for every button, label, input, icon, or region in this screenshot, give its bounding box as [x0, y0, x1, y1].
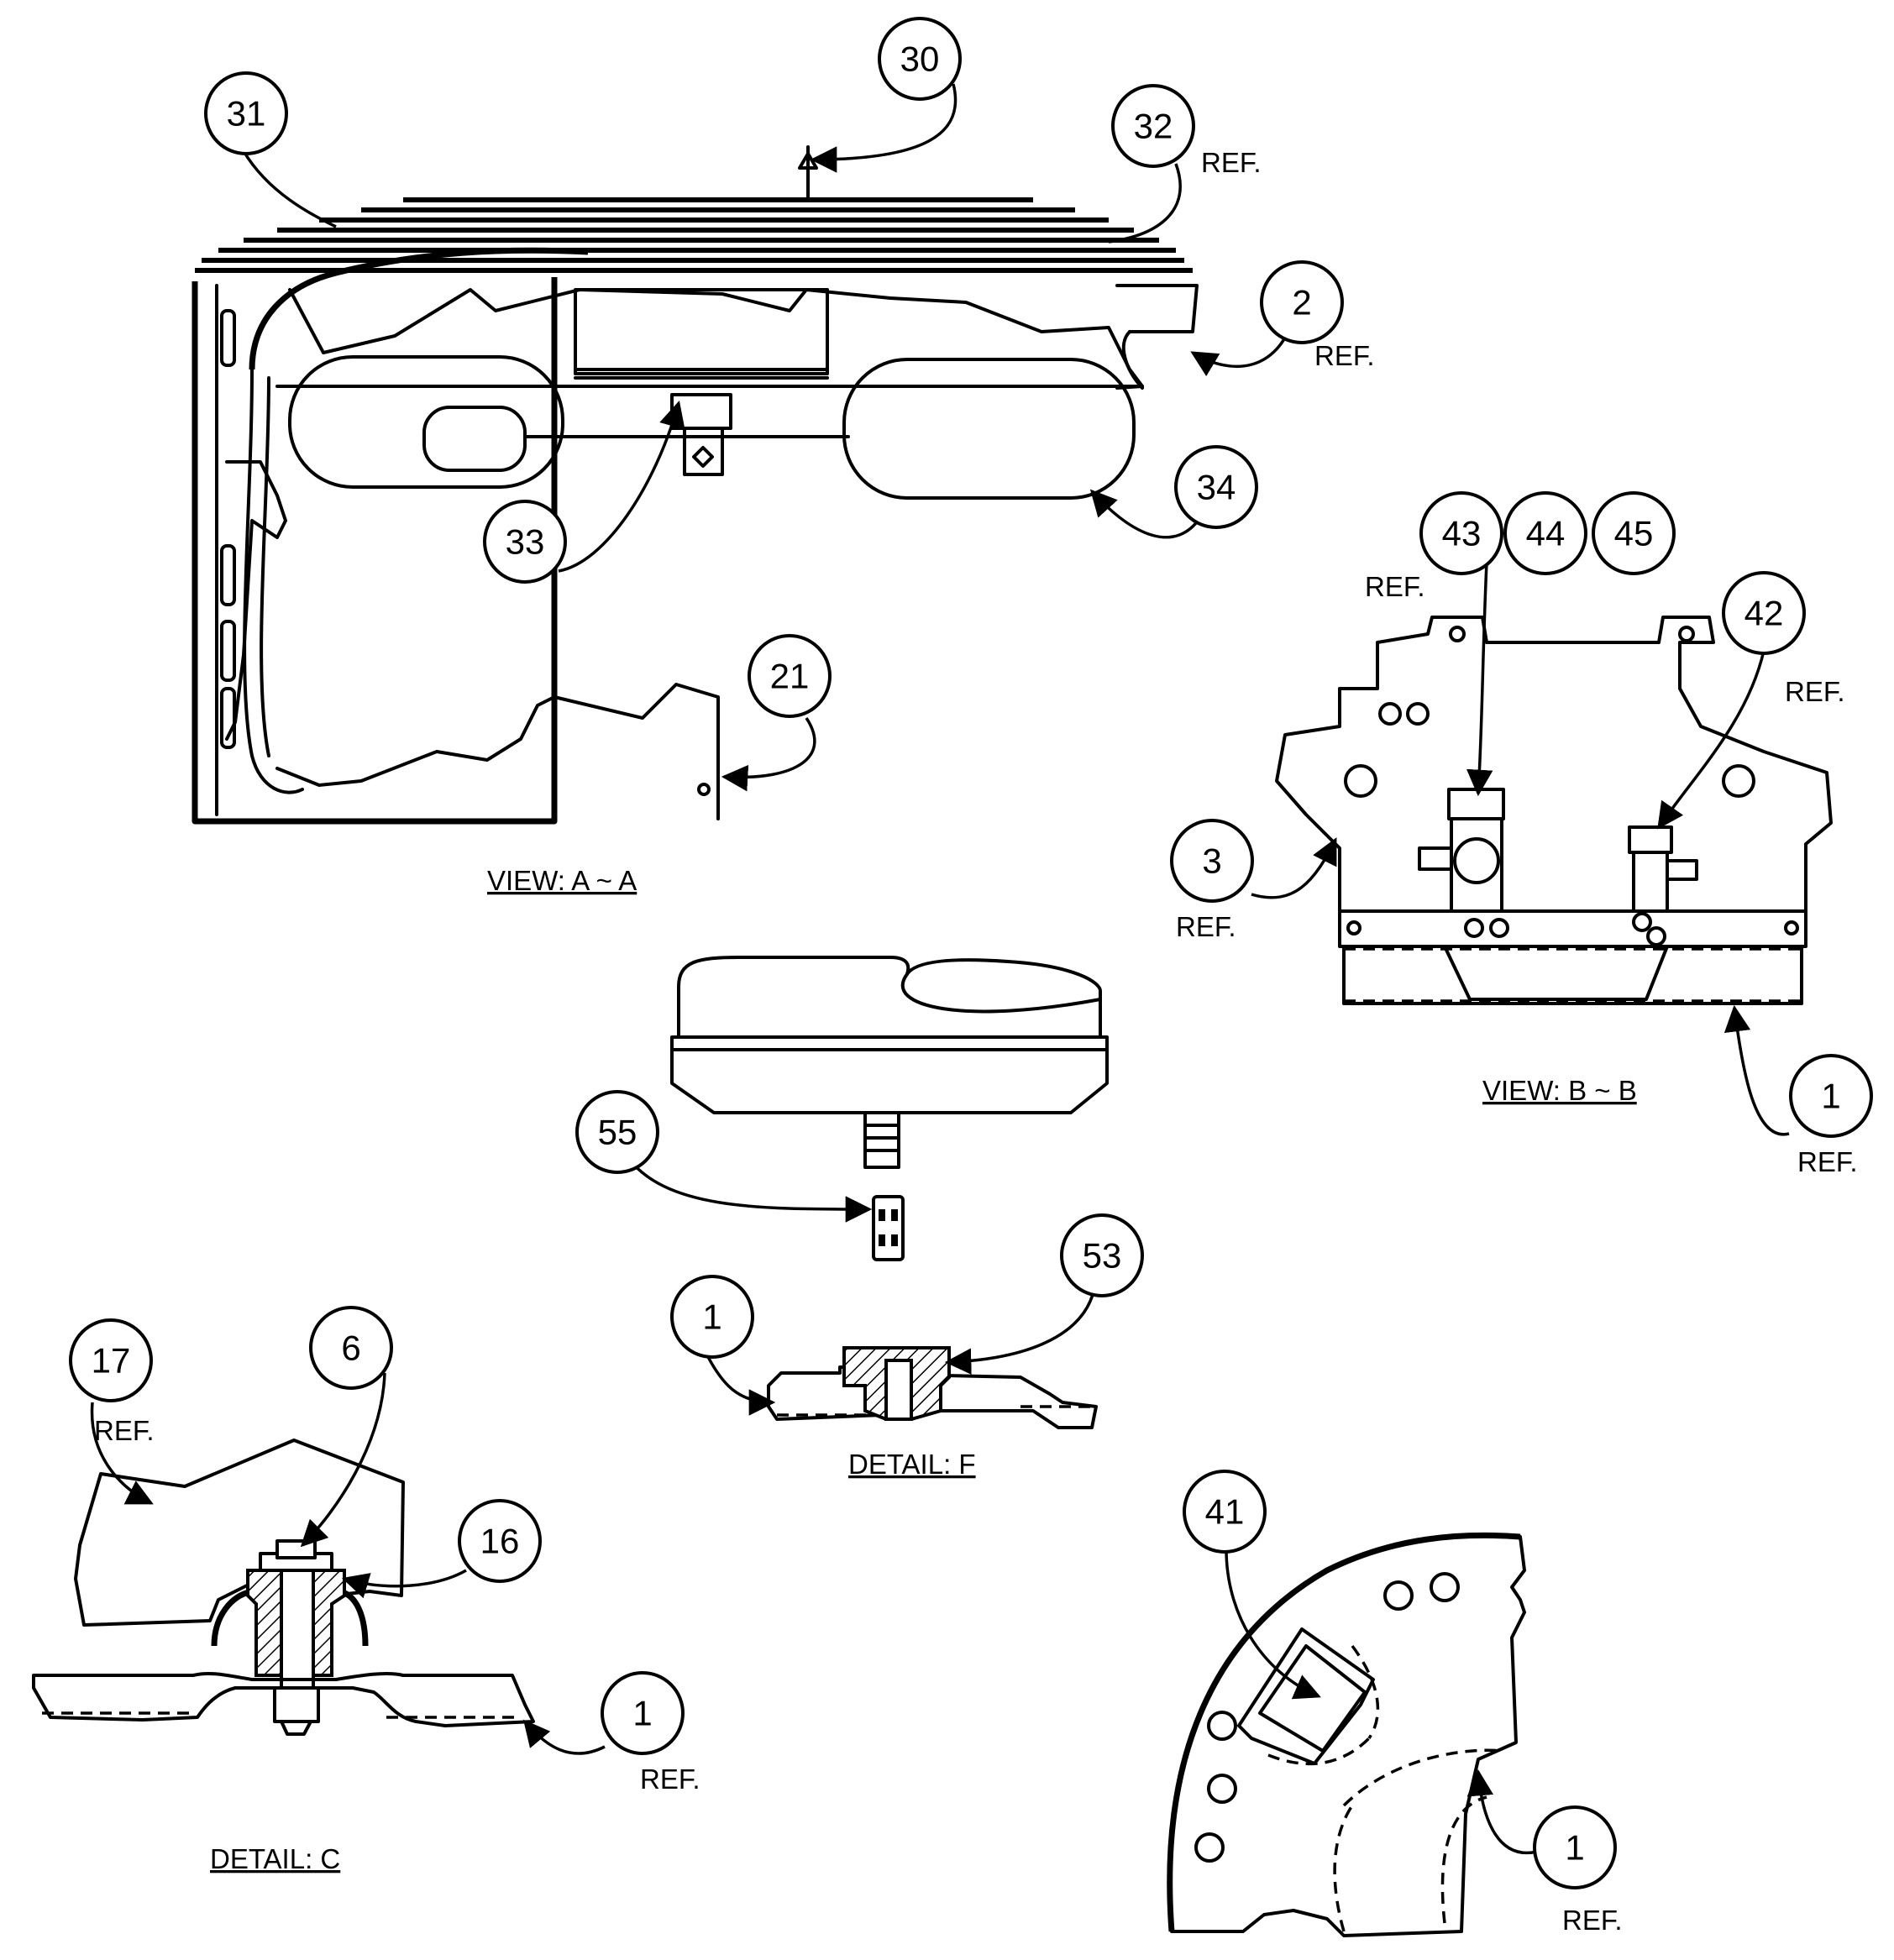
corner-base-pan: 41 1 REF. [1167, 1470, 1623, 1937]
lower-panel-right [553, 683, 720, 820]
mount-tab [683, 427, 724, 476]
caption-detail-f: DETAIL: F [848, 1449, 976, 1480]
svg-text:21: 21 [770, 657, 810, 696]
svg-text:31: 31 [227, 94, 266, 134]
svg-text:41: 41 [1205, 1492, 1245, 1532]
svg-text:REF.: REF. [94, 1415, 155, 1446]
svg-text:REF.: REF. [640, 1763, 700, 1795]
service-valve-large [1450, 817, 1503, 913]
service-valve-small-cap [1628, 825, 1673, 854]
side-panel-clip [225, 460, 287, 741]
bb-base-rail [1338, 909, 1807, 948]
wire-harness-coil [249, 247, 589, 370]
grommet-insert [872, 1195, 905, 1261]
callout-45[interactable]: 45 REF. [1365, 491, 1676, 602]
callout-44[interactable]: 44 [1503, 491, 1587, 575]
callout-6[interactable]: 6 [300, 1306, 393, 1548]
view-bb: 43 44 45 REF. 42 REF. 3 REF. 1 REF. [1170, 491, 1873, 1177]
svg-text:43: 43 [1442, 514, 1482, 553]
panel-right-edge [1115, 284, 1199, 333]
panel-right-curve [1121, 330, 1144, 390]
coil-fins [195, 197, 1193, 273]
mount-bracket [670, 393, 732, 430]
callout-30[interactable]: 30 [810, 17, 962, 173]
service-valve-large-cap [1447, 788, 1505, 820]
callout-43[interactable]: 43 [1419, 491, 1503, 797]
callout-21[interactable]: 21 [721, 634, 832, 792]
compressor-base [670, 1035, 1109, 1114]
callout-17[interactable]: 17 REF. [69, 1318, 155, 1505]
caption-view-aa: VIEW: A ~ A [487, 865, 637, 896]
callout-1-c[interactable]: 1 REF. [522, 1671, 700, 1795]
wire-harness [243, 368, 304, 794]
callout-32[interactable]: 32 REF. [1108, 84, 1262, 244]
callout-2[interactable]: 2 REF. [1190, 260, 1375, 377]
svg-text:3: 3 [1202, 841, 1221, 881]
svg-text:33: 33 [506, 522, 545, 562]
svg-text:REF.: REF. [1797, 1146, 1858, 1177]
svg-text:REF.: REF. [1785, 676, 1845, 707]
mount-diamond [692, 446, 714, 468]
bolt-head [275, 1539, 317, 1559]
svg-text:6: 6 [341, 1329, 360, 1368]
corner-outer-arc [1167, 1532, 1521, 1932]
callout-3[interactable]: 3 REF. [1170, 819, 1337, 942]
svg-text:34: 34 [1197, 468, 1236, 507]
compressor-body [677, 956, 1102, 1039]
callout-34[interactable]: 34 [1089, 445, 1258, 539]
left-tank-inner [422, 406, 527, 472]
service-valve-small [1632, 851, 1669, 917]
svg-text:REF.: REF. [1365, 571, 1425, 602]
panel-cutout-top [288, 288, 1144, 390]
svg-text:17: 17 [92, 1341, 131, 1381]
corner-outline [1170, 1535, 1526, 1937]
svg-text:42: 42 [1744, 594, 1784, 633]
callout-53[interactable]: 53 [944, 1213, 1144, 1375]
svg-text:1: 1 [632, 1694, 652, 1733]
callout-42[interactable]: 42 REF. [1657, 571, 1845, 830]
view-aa: 30 31 32 REF. 2 REF. 34 33 [191, 17, 1375, 896]
callout-1-corner[interactable]: 1 REF. [1466, 1769, 1623, 1936]
fan-housing [574, 288, 829, 375]
bolt-shank [280, 1569, 315, 1690]
svg-text:REF.: REF. [1314, 340, 1375, 371]
mounting-stud [863, 1111, 900, 1169]
svg-text:53: 53 [1083, 1236, 1122, 1276]
lower-panel [275, 695, 556, 787]
svg-text:55: 55 [598, 1113, 637, 1152]
svg-text:REF.: REF. [1562, 1905, 1623, 1936]
corner-window [1237, 1627, 1375, 1765]
svg-text:REF.: REF. [1201, 147, 1262, 178]
svg-text:30: 30 [900, 39, 940, 79]
detail-c: 17 REF. 6 16 1 REF. DETAIL: C [32, 1306, 700, 1874]
bb-panel-outline [1275, 616, 1833, 921]
svg-text:32: 32 [1134, 107, 1173, 146]
svg-text:1: 1 [1821, 1077, 1840, 1116]
callout-16[interactable]: 16 [341, 1499, 542, 1599]
callout-1-bb[interactable]: 1 REF. [1723, 1004, 1873, 1177]
caption-view-bb: VIEW: B ~ B [1482, 1075, 1637, 1106]
caption-detail-c: DETAIL: C [210, 1843, 340, 1874]
left-tank [288, 355, 564, 489]
svg-text:45: 45 [1614, 514, 1654, 553]
detail-f: 55 53 1 DETAIL: F [575, 956, 1144, 1480]
svg-text:1: 1 [1565, 1828, 1584, 1868]
c-base-pan [32, 1671, 535, 1727]
svg-text:1: 1 [702, 1297, 721, 1337]
svg-text:2: 2 [1292, 283, 1311, 322]
callout-1-f[interactable]: 1 [670, 1275, 776, 1416]
callout-33[interactable]: 33 [483, 400, 685, 584]
right-tank [842, 358, 1136, 500]
bb-base-pan [1342, 945, 1803, 1005]
bolt-tip [273, 1686, 320, 1723]
callout-55[interactable]: 55 [575, 1090, 873, 1223]
svg-text:44: 44 [1526, 514, 1566, 553]
svg-text:16: 16 [480, 1522, 520, 1561]
callout-41[interactable]: 41 [1183, 1470, 1321, 1700]
callout-31[interactable]: 31 [204, 71, 337, 228]
svg-text:REF.: REF. [1176, 911, 1236, 942]
